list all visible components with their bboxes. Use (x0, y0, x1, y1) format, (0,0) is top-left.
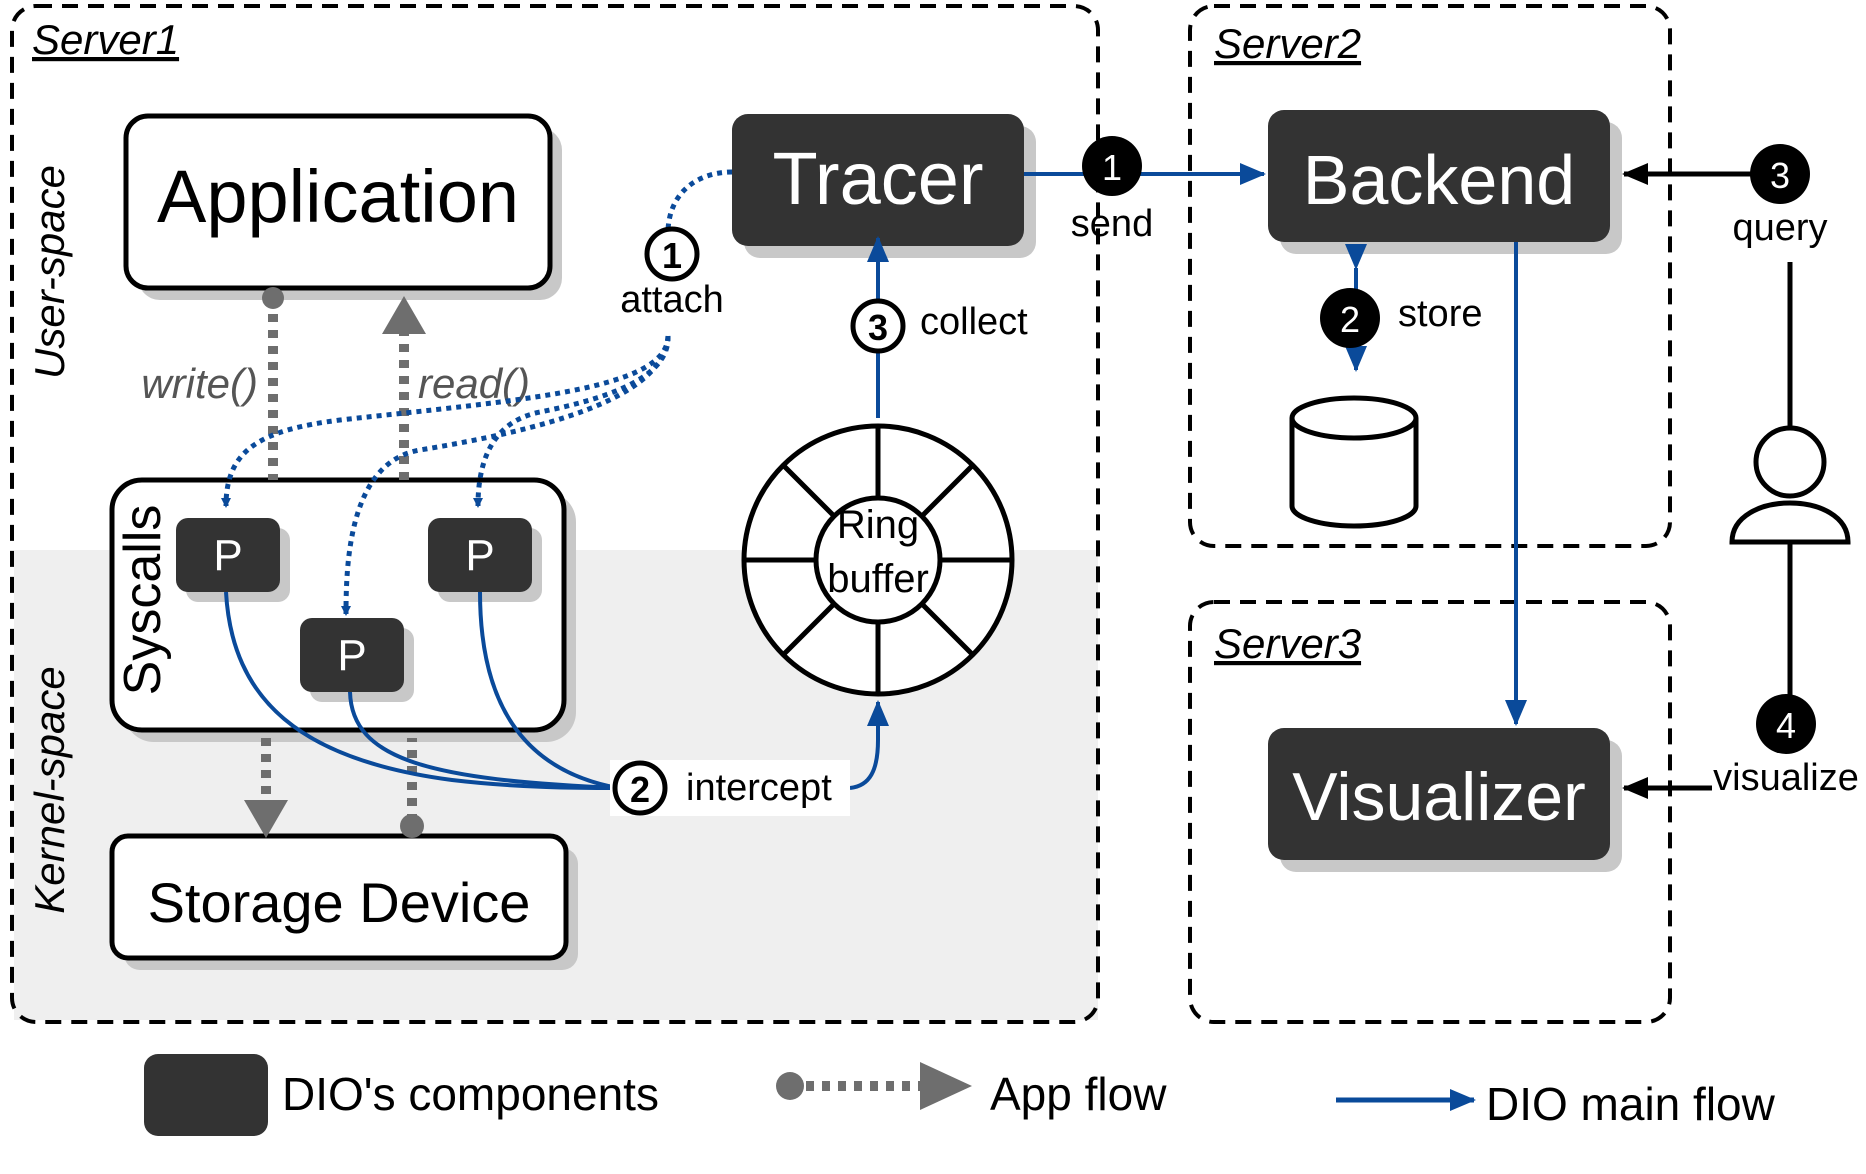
write-call-label: write() (141, 360, 258, 407)
probe2-intercept-curve (348, 691, 619, 790)
probe3-intercept-curve (478, 591, 619, 790)
backend-box (1268, 110, 1610, 242)
query-step-number: 3 (1770, 155, 1790, 196)
ring-buffer: Ring buffer (741, 423, 1015, 697)
write-to-storage-arrowhead (244, 800, 288, 838)
store-step-label: store (1398, 293, 1482, 335)
application-label: Application (157, 155, 519, 238)
intercept-to-ring-curve (849, 700, 889, 790)
intercept-step-label: intercept (686, 767, 832, 809)
probe2-box (300, 618, 404, 692)
send-step-label: send (1071, 203, 1153, 245)
query-step-label: query (1732, 207, 1827, 249)
probe2-label: P (337, 631, 366, 680)
probe1-label: P (213, 531, 242, 580)
visualizer-box (1268, 728, 1610, 860)
legend-components-label: DIO's components (282, 1068, 659, 1120)
database-icon (1289, 395, 1419, 529)
ring-buffer-label-line2: buffer (827, 557, 929, 601)
storage-read-origin-dot (400, 814, 424, 838)
server3-title: Server3 (1214, 620, 1361, 667)
tracer-box (732, 114, 1024, 246)
application-box (123, 113, 553, 291)
storage-device-label: Storage Device (148, 871, 531, 934)
backend-label: Backend (1303, 141, 1575, 219)
syscalls-label: Syscalls (114, 505, 172, 696)
collect-step-label: collect (920, 301, 1028, 343)
attach-step-marker (644, 226, 700, 282)
query-step-marker (1750, 144, 1810, 204)
store-step-number: 2 (1340, 299, 1360, 340)
visualize-step-number: 4 (1776, 705, 1796, 746)
read-call-label: read() (418, 360, 530, 407)
visualizer-label: Visualizer (1292, 759, 1586, 835)
probe3-box (428, 518, 532, 592)
user-icon (1729, 425, 1851, 545)
store-step-marker (1320, 288, 1380, 348)
collect-step-number: 3 (868, 307, 888, 348)
storage-device-box (109, 833, 569, 961)
ring-buffer-label-line1: Ring (837, 503, 919, 547)
write-flow-origin-dot (262, 287, 284, 309)
attach-step-number: 1 (662, 235, 682, 276)
intercept-step-number: 2 (630, 769, 650, 810)
legend-components-swatch (144, 1054, 268, 1136)
probe1-intercept-curve (224, 591, 619, 790)
attach-step-label: attach (620, 279, 724, 321)
legend-main-flow-label: DIO main flow (1486, 1078, 1776, 1130)
intercept-step-marker (612, 760, 668, 816)
legend-app-flow-arrowhead (920, 1062, 972, 1110)
server1-title: Server1 (32, 16, 179, 63)
tracer-label: Tracer (772, 137, 983, 220)
server3-box (1188, 600, 1672, 1024)
probe3-label: P (465, 531, 494, 580)
probe1-box (176, 518, 280, 592)
legend-app-flow-label: App flow (990, 1068, 1167, 1120)
send-step-number: 1 (1102, 147, 1122, 188)
attach-link-tracer (665, 169, 733, 231)
visualize-step-marker (1756, 694, 1816, 754)
user-space-label: User-space (26, 165, 73, 379)
server2-title: Server2 (1214, 20, 1361, 67)
kernel-space-label: Kernel-space (26, 666, 73, 913)
collect-step-marker (850, 298, 906, 354)
read-flow-arrowhead (382, 296, 426, 334)
send-step-marker (1082, 136, 1142, 196)
visualize-step-label: visualize (1713, 757, 1859, 799)
server2-box (1188, 4, 1672, 548)
server1-box (10, 4, 1100, 1024)
